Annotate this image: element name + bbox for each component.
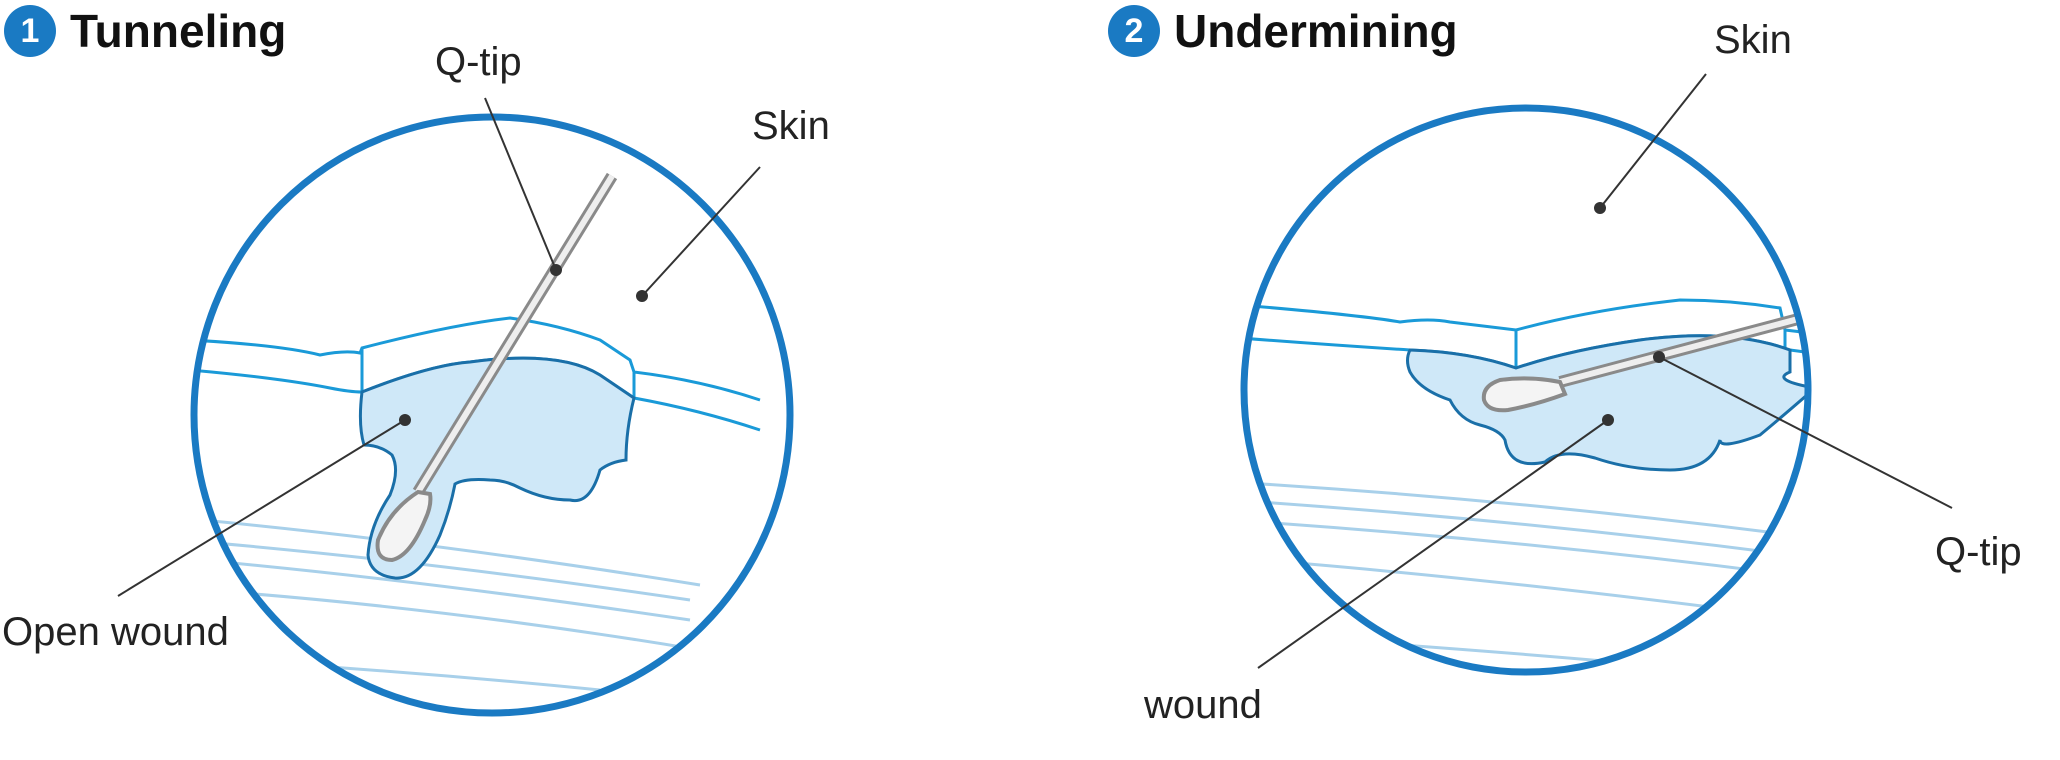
tissue-line	[1244, 480, 1808, 542]
callout-skin-leader	[636, 166, 761, 302]
q-tip	[375, 172, 618, 563]
tissue-line	[1244, 498, 1808, 562]
label-skin: Skin	[1714, 18, 1792, 62]
label-q-tip: Q-tip	[1935, 530, 2022, 574]
tunneling-title: Tunneling	[70, 5, 287, 57]
skin-layer-top	[194, 316, 761, 402]
undermining-panel: 2 Undermining	[1030, 0, 2060, 760]
undermining-title: Undermining	[1174, 5, 1458, 57]
step-1-badge: 1	[4, 5, 56, 57]
tunneling-heading: 1 Tunneling	[4, 4, 286, 58]
label-open-wound: Open wound	[2, 610, 229, 654]
callout-wound-leader	[117, 414, 411, 597]
undermining-heading: 2 Undermining	[1108, 4, 1458, 58]
step-2-badge: 2	[1108, 5, 1160, 57]
label-q-tip: Q-tip	[435, 40, 522, 84]
label-wound: wound	[1144, 683, 1262, 727]
tissue-line	[199, 558, 691, 622]
tissue-line	[194, 538, 691, 602]
tunneling-illustration	[117, 97, 794, 717]
magnifier-ring	[1240, 104, 1812, 676]
open-wound	[358, 356, 636, 580]
tunneling-panel: 1 Tunneling	[2, 4, 830, 717]
tissue-line	[229, 590, 701, 652]
callout-q-tip-leader	[1653, 351, 1953, 509]
q-tip	[1481, 294, 1808, 413]
callout-wound-leader	[1257, 414, 1614, 669]
callout-q-tip-leader	[484, 97, 562, 276]
callout-skin-leader	[1594, 73, 1707, 214]
label-skin: Skin	[752, 104, 830, 148]
wound	[1406, 334, 1808, 472]
undermining-illustration	[1240, 73, 1953, 676]
